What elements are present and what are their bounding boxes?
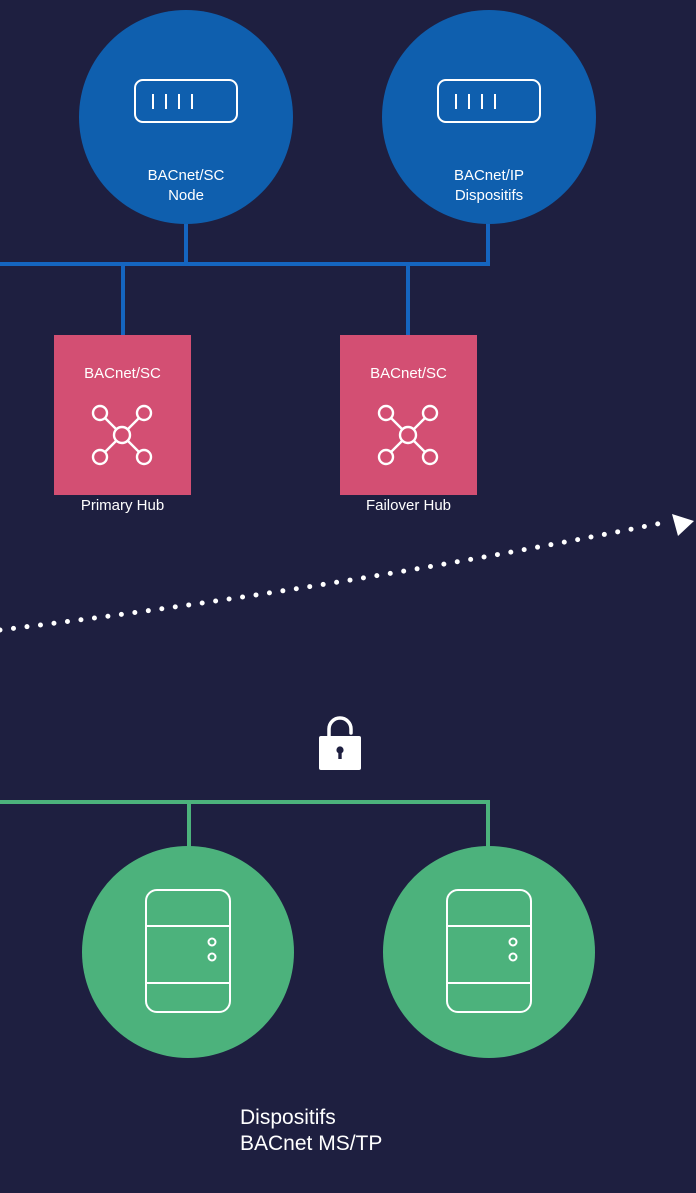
node1-label-line2: Node (168, 186, 204, 204)
failover-hub-subtitle: Failover Hub (365, 497, 452, 514)
hub-network-icon (377, 404, 439, 466)
primary-hub-title: BACnet/SC (84, 365, 161, 382)
unlocked-padlock-icon (319, 716, 361, 770)
mstp-label-line2: BACnet MS/TP (240, 1132, 383, 1156)
device-icon (446, 889, 532, 1013)
dotted-arrow (0, 514, 694, 633)
dotted-arrow-line (0, 520, 665, 633)
node1-label-line1: BACnet/SC (147, 167, 225, 184)
controller-icon (134, 79, 238, 123)
node1-label: BACnet/SC Node (116, 166, 256, 205)
bacnet-sc-node (79, 10, 293, 224)
node2-label-line2: Dispositifs (454, 186, 524, 204)
failover-hub (340, 335, 477, 495)
primary-hub-subtitle: Primary Hub (80, 497, 165, 514)
node2-label: BACnet/IP Dispositifs (419, 166, 559, 205)
mstp-device-2 (383, 846, 595, 1058)
arrow-head-icon (672, 514, 694, 536)
controller-icon (437, 79, 541, 123)
bacnet-ip-devices-node (382, 10, 596, 224)
mstp-device-1 (82, 846, 294, 1058)
mstp-label-line1: Dispositifs (240, 1106, 336, 1129)
mstp-devices-label: Dispositifs BACnet MS/TP (240, 1105, 440, 1158)
bacnet-sc-network-lines (0, 190, 490, 335)
primary-hub (54, 335, 191, 495)
failover-hub-title: BACnet/SC (370, 365, 447, 382)
hub-network-icon (91, 404, 153, 466)
device-icon (145, 889, 231, 1013)
node2-label-line1: BACnet/IP (453, 167, 525, 184)
